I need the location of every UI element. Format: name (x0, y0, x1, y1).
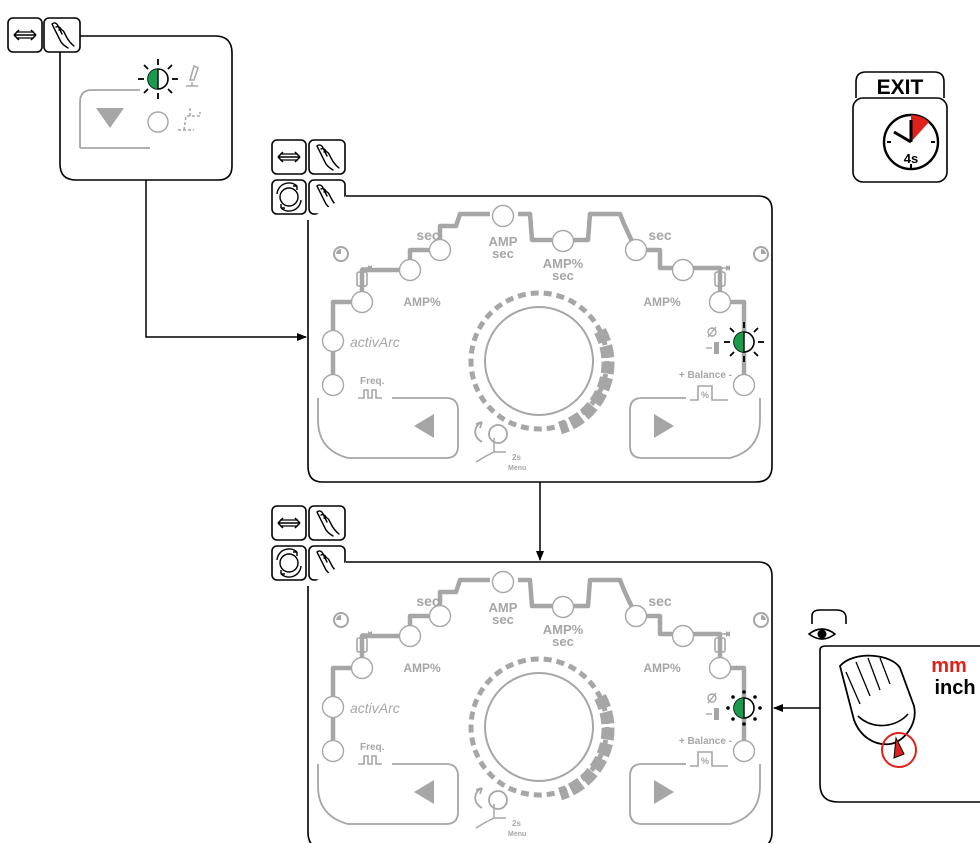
unit-display-box: mm inch (807, 609, 980, 803)
label-amp-sec: sec (492, 612, 514, 627)
control-panel-step-2: sec sec AMP sec AMP% sec AMP% AMP% activ… (271, 505, 773, 843)
led-wire-diameter-active (723, 321, 765, 363)
label-menu-time: 2s (512, 819, 521, 828)
wire-feed-knob-icon (839, 654, 917, 768)
unit-inch: inch (934, 677, 975, 699)
label-amp-pct: AMP% (543, 256, 584, 271)
label-amp-pct-sec: sec (552, 268, 574, 283)
flow-arrow-to-panel-1 (145, 180, 307, 341)
wire-diameter-icon (706, 326, 719, 354)
label-amp-pct-right: AMP% (643, 661, 681, 675)
panel-icons-2 (271, 505, 346, 581)
label-activarc: activArc (350, 700, 400, 716)
label-freq: Freq. (360, 742, 385, 753)
rotary-knob-icon (271, 179, 307, 215)
label-activarc: activArc (350, 334, 400, 350)
rotary-knob-icon (271, 545, 307, 581)
clock-icon (882, 113, 940, 171)
menu-gesture-icon: 2s Menu (474, 787, 526, 838)
label-sec-left: sec (416, 593, 440, 609)
led-torch-mode-active (137, 58, 179, 100)
torch-mode-selector-box (59, 35, 233, 181)
menu-gesture-icon: 2s Menu (474, 421, 526, 472)
exit-time: 4s (904, 151, 918, 166)
label-amp-pct-left: AMP% (403, 295, 441, 309)
exit-badge: EXIT 4s (852, 71, 948, 183)
arrow-swap-icon (271, 505, 307, 541)
clock-icon (333, 612, 349, 628)
led-torch-mode-off (147, 111, 169, 133)
label-balance: + Balance - (679, 370, 732, 381)
main-knob (484, 306, 594, 416)
label-amp-pct: AMP% (543, 622, 584, 637)
torch-icon-secondary (178, 108, 201, 131)
arrow-down-icon (96, 108, 124, 128)
hand-press-icon (308, 505, 346, 541)
label-amp-pct-right: AMP% (643, 295, 681, 309)
main-knob (484, 672, 594, 782)
label-sec-left: sec (416, 227, 440, 243)
clock-icon (333, 246, 349, 262)
label-sec-right: sec (648, 227, 672, 243)
label-amp-pct-left: AMP% (403, 661, 441, 675)
hand-press-icon (308, 139, 346, 175)
exit-label: EXIT (877, 76, 924, 99)
label-menu: Menu (508, 831, 526, 838)
wire-diameter-icon (706, 692, 719, 720)
label-amp-sec: sec (492, 246, 514, 261)
eye-icon (807, 628, 837, 640)
panel-icons-1 (271, 139, 346, 215)
label-amp: AMP (489, 600, 518, 615)
clock-icon (753, 246, 769, 262)
label-menu: Menu (508, 465, 526, 472)
welding-torch-icon (186, 64, 199, 87)
label-menu-time: 2s (512, 453, 521, 462)
arrow-left-icon (414, 780, 434, 804)
label-amp: AMP (489, 234, 518, 249)
label-sec-right: sec (648, 593, 672, 609)
arrow-swap-icon (271, 139, 307, 175)
label-balance-pct: % (701, 756, 709, 766)
arrow-right-icon (654, 414, 674, 438)
clock-icon (753, 612, 769, 628)
control-panel-step-1: sec sec AMP sec AMP% sec AMP% AMP% activ… (271, 139, 773, 483)
label-balance: + Balance - (679, 736, 732, 747)
hand-press-icon (43, 17, 81, 53)
arrow-left-icon (414, 414, 434, 438)
label-balance-pct: % (701, 390, 709, 400)
unit-mm: mm (931, 655, 967, 677)
arrow-right-icon (654, 780, 674, 804)
label-amp-pct-sec: sec (552, 634, 574, 649)
arrow-swap-icon (7, 17, 43, 53)
label-freq: Freq. (360, 376, 385, 387)
